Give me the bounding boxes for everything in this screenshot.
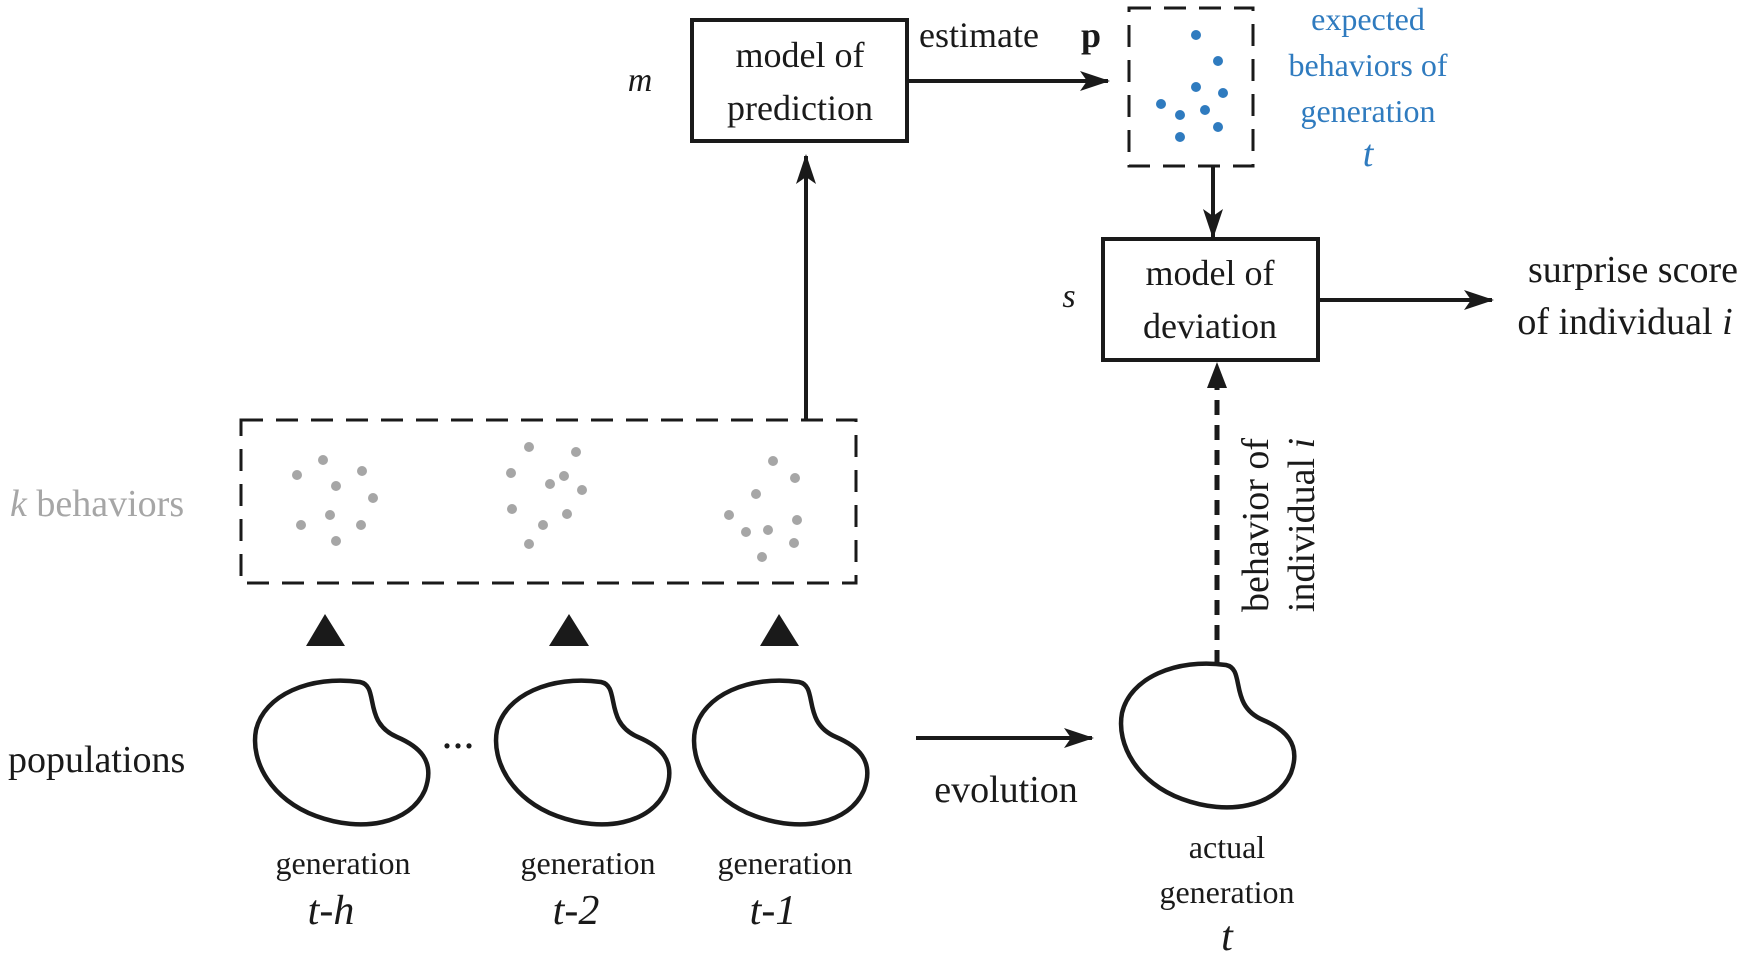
behavior-dot [757, 552, 767, 562]
triangle-marker-1 [306, 614, 345, 646]
behavior-dot [789, 538, 799, 548]
deviation-box [1101, 237, 1320, 362]
behavior-dot [741, 527, 751, 537]
generation-2-var: t-2 [553, 888, 600, 934]
behavior-dot [538, 520, 548, 530]
behavior-dot [724, 510, 734, 520]
behavior-dot [507, 504, 517, 514]
behaviors-box [239, 418, 858, 585]
individual-behavior-line2: individual i [1281, 438, 1323, 612]
population-blob-2 [493, 678, 672, 827]
expected-dot [1218, 88, 1228, 98]
expected-dot [1175, 132, 1185, 142]
evolution-label: evolution [934, 769, 1078, 811]
deviation-line2: deviation [1143, 306, 1277, 346]
behavior-dot [792, 515, 802, 525]
expected-line1: expected [1311, 1, 1425, 37]
behavior-dot [524, 539, 534, 549]
expected-dot [1213, 122, 1223, 132]
expected-dot [1200, 105, 1210, 115]
ellipsis: ... [442, 709, 475, 758]
behaviors-label: k behaviors [10, 483, 184, 525]
expected-dot [1175, 110, 1185, 120]
behavior-dot [368, 493, 378, 503]
behavior-dot [331, 481, 341, 491]
expected-line3: generation [1300, 93, 1435, 129]
behavior-dot [559, 471, 569, 481]
behavior-dot [562, 509, 572, 519]
behaviors-dots [292, 442, 802, 562]
generation-3-var: t-1 [750, 888, 797, 934]
expected-var: t [1363, 133, 1375, 175]
generation-3-word: generation [717, 845, 852, 881]
surprise-var: i [1722, 301, 1733, 343]
surprise-line1: surprise score [1528, 249, 1738, 291]
expected-dots [1156, 30, 1228, 142]
behaviors-text: behaviors [27, 483, 184, 525]
triangle-marker-3 [760, 614, 799, 646]
individual-behavior-var: i [1281, 438, 1323, 449]
actual-line1: actual [1189, 829, 1266, 865]
generation-1-word: generation [275, 845, 410, 881]
individual-behavior-label: behavior of individual i [1235, 438, 1323, 612]
expected-dot [1156, 99, 1166, 109]
prediction-line2: prediction [727, 88, 873, 128]
estimate-label: estimate [919, 15, 1039, 55]
generation-2-word: generation [520, 845, 655, 881]
triangle-marker-2 [549, 614, 589, 646]
behavior-dot [751, 489, 761, 499]
behavior-dot [545, 479, 555, 489]
behavior-dot [331, 536, 341, 546]
actual-var: t [1221, 914, 1234, 955]
prediction-symbol: m [628, 62, 653, 99]
populations-label: populations [8, 739, 185, 781]
behavior-dot [790, 473, 800, 483]
generation-1-var: t-h [308, 888, 355, 934]
prediction-box [690, 18, 909, 143]
estimate-p: p [1081, 15, 1101, 55]
individual-behavior-line1: behavior of [1235, 438, 1277, 612]
behavior-dot [763, 525, 773, 535]
behavior-dot [356, 520, 366, 530]
expected-line2: behaviors of [1288, 47, 1447, 83]
behavior-dot [768, 456, 778, 466]
behavior-dot [318, 455, 328, 465]
behavior-dot [296, 520, 306, 530]
actual-line2: generation [1159, 874, 1294, 910]
surprise-line2: of individual i [1517, 301, 1732, 343]
population-blob-1 [252, 678, 431, 827]
individual-behavior-line2-text: individual [1281, 448, 1323, 612]
deviation-line1: model of [1146, 253, 1275, 293]
expected-dot [1213, 56, 1223, 66]
population-blob-3 [691, 678, 870, 827]
behavior-dot [506, 468, 516, 478]
population-blob-actual [1118, 661, 1297, 810]
behavior-dot [577, 485, 587, 495]
expected-dot [1191, 30, 1201, 40]
behavior-dot [292, 470, 302, 480]
behavior-dot [571, 447, 581, 457]
individual-behavior-arrowhead [1207, 362, 1227, 388]
expected-dot [1191, 82, 1201, 92]
deviation-symbol: s [1062, 278, 1075, 315]
behavior-dot [524, 442, 534, 452]
behavior-dot [357, 466, 367, 476]
prediction-line1: model of [736, 35, 865, 75]
surprise-line2-text: of individual [1517, 301, 1722, 343]
behaviors-var: k [10, 483, 28, 525]
behavior-dot [325, 510, 335, 520]
